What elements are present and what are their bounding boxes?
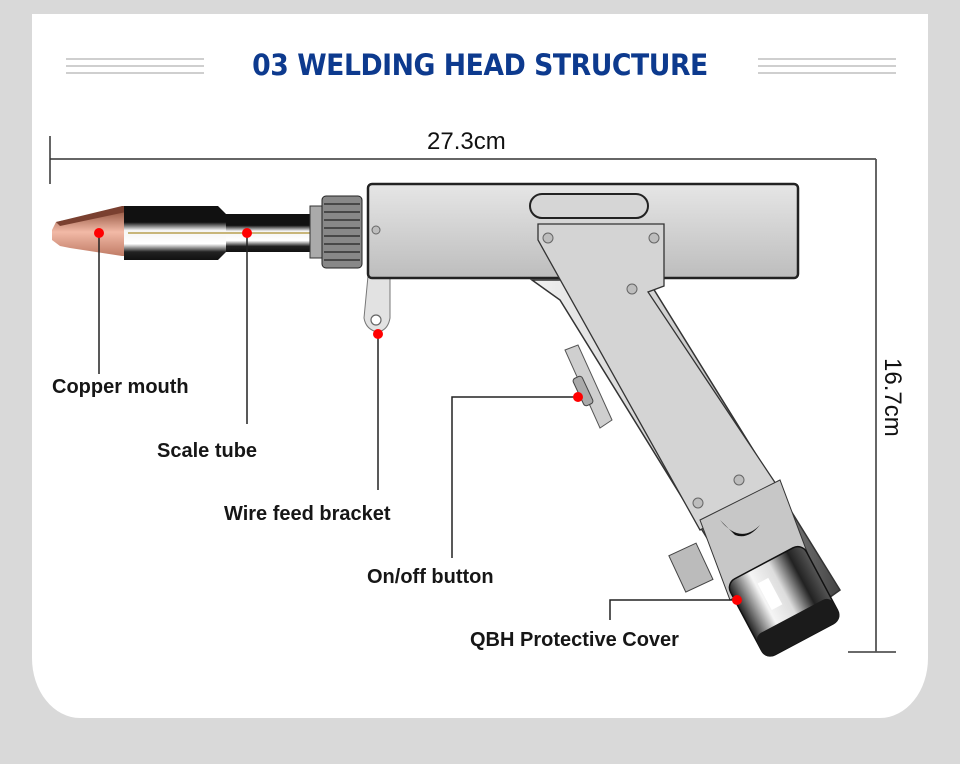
marker-scale-tube (242, 228, 252, 238)
scale-tube-part (124, 206, 312, 260)
page-title: 03 WELDING HEAD STRUCTURE (252, 48, 708, 82)
label-on-off-button: On/off button (367, 566, 494, 588)
marker-qbh-protective-cover (732, 595, 742, 605)
label-scale-tube: Scale tube (157, 440, 258, 462)
title-decoration-right (758, 58, 896, 78)
copper-mouth-part (52, 206, 128, 256)
title-decoration-left (66, 58, 204, 78)
leader-lines (98, 233, 736, 620)
width-dimension-label: 27.3cm (427, 128, 506, 155)
label-wire-feed-bracket: Wire feed bracket (224, 503, 391, 525)
marker-wire-feed-bracket (373, 329, 383, 339)
connector-nut (309, 195, 363, 269)
marker-on-off-button (573, 392, 583, 402)
width-dimension-line (49, 136, 876, 184)
marker-copper-mouth (94, 228, 104, 238)
welding-head-body (363, 182, 842, 657)
label-qbh-protective-cover: QBH Protective Cover (470, 629, 679, 651)
height-dimension-label: 16.7cm (879, 358, 906, 437)
part-markers (94, 228, 742, 605)
height-dimension-line (848, 159, 896, 653)
label-copper-mouth: Copper mouth (52, 376, 189, 398)
